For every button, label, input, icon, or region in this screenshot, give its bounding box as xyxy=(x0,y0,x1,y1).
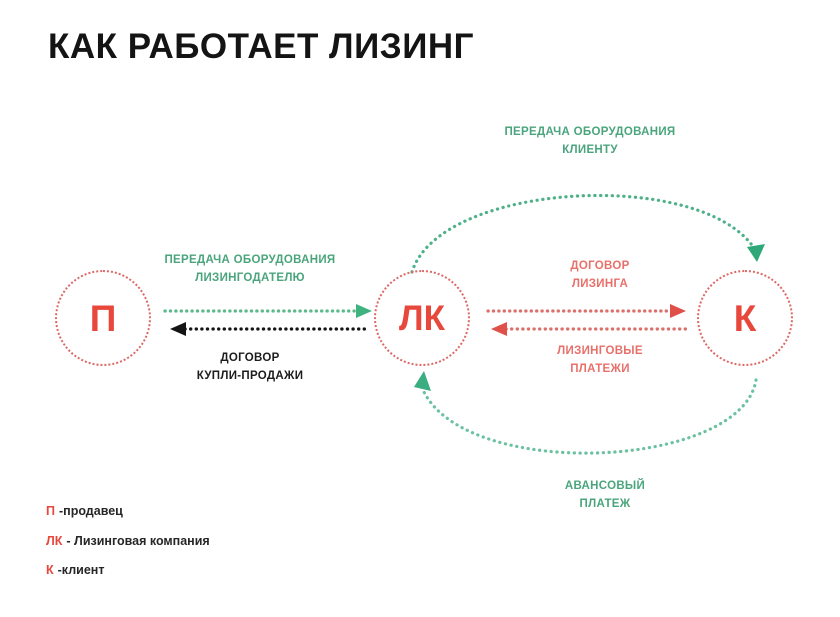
caption-advance-payment: АВАНСОВЫЙ ПЛАТЕЖ xyxy=(505,478,705,514)
caption-lease-contract: ДОГОВОР ЛИЗИНГА xyxy=(500,258,700,294)
caption-line-1: ЛИЗИНГОВЫЕ xyxy=(557,345,643,357)
arc-advance-payment xyxy=(414,371,758,455)
node-seller[interactable]: П xyxy=(55,270,151,366)
caption-line-1: ДОГОВОР xyxy=(570,260,630,272)
caption-line-2: КЛИЕНТУ xyxy=(562,143,618,156)
legend-key-seller: П xyxy=(46,504,55,518)
page-title: КАК РАБОТАЕТ ЛИЗИНГ xyxy=(48,27,474,66)
legend-text-seller: -продавец xyxy=(58,504,123,518)
arc-equip-to-client xyxy=(410,193,765,274)
legend-text-lessor: - Лизинговая компания xyxy=(66,533,210,548)
caption-line-2: ПЛАТЕЖИ xyxy=(570,362,630,375)
caption-line-1: ПЕРЕДАЧА ОБОРУДОВАНИЯ xyxy=(504,126,676,138)
caption-lease-payments: ЛИЗИНГОВЫЕ ПЛАТЕЖИ xyxy=(500,343,700,379)
legend-item-lessor: ЛК - Лизинговая компания xyxy=(46,533,376,548)
node-lessor[interactable]: ЛК xyxy=(374,270,470,366)
caption-equipment-to-lessor: ПЕРЕДАЧА ОБОРУДОВАНИЯ ЛИЗИНГОДАТЕЛЮ xyxy=(150,252,350,288)
node-seller-label: П xyxy=(89,297,117,339)
caption-line-1: ДОГОВОР xyxy=(220,352,280,364)
arrow-lease-payments xyxy=(491,322,688,336)
caption-line-2: ЛИЗИНГОДАТЕЛЮ xyxy=(195,271,305,284)
caption-equipment-to-client: ПЕРЕДАЧА ОБОРУДОВАНИЯ КЛИЕНТУ xyxy=(490,124,690,160)
caption-line-2: ПЛАТЕЖ xyxy=(579,497,631,510)
arrow-purchase-contract xyxy=(170,322,370,336)
legend-item-seller: П -продавец xyxy=(46,505,376,518)
caption-purchase-contract: ДОГОВОР КУПЛИ-ПРОДАЖИ xyxy=(162,350,338,386)
legend-text-client: -клиент xyxy=(57,563,105,577)
arrow-equip-to-lessor xyxy=(163,304,372,318)
node-client[interactable]: К xyxy=(697,270,793,366)
node-client-label: К xyxy=(733,297,757,339)
legend-item-client: К -клиент xyxy=(46,564,376,577)
node-lessor-label: ЛК xyxy=(399,298,445,338)
caption-line-1: ПЕРЕДАЧА ОБОРУДОВАНИЯ xyxy=(164,254,336,266)
arrow-lease-contract xyxy=(486,304,686,318)
legend-key-lessor: ЛК xyxy=(46,533,63,548)
caption-line-2: КУПЛИ-ПРОДАЖИ xyxy=(196,369,304,382)
legend-key-client: К xyxy=(46,563,54,577)
caption-line-2: ЛИЗИНГА xyxy=(571,277,629,290)
legend: П -продавец ЛК - Лизинговая компания К -… xyxy=(46,505,376,594)
caption-line-1: АВАНСОВЫЙ xyxy=(564,480,646,492)
